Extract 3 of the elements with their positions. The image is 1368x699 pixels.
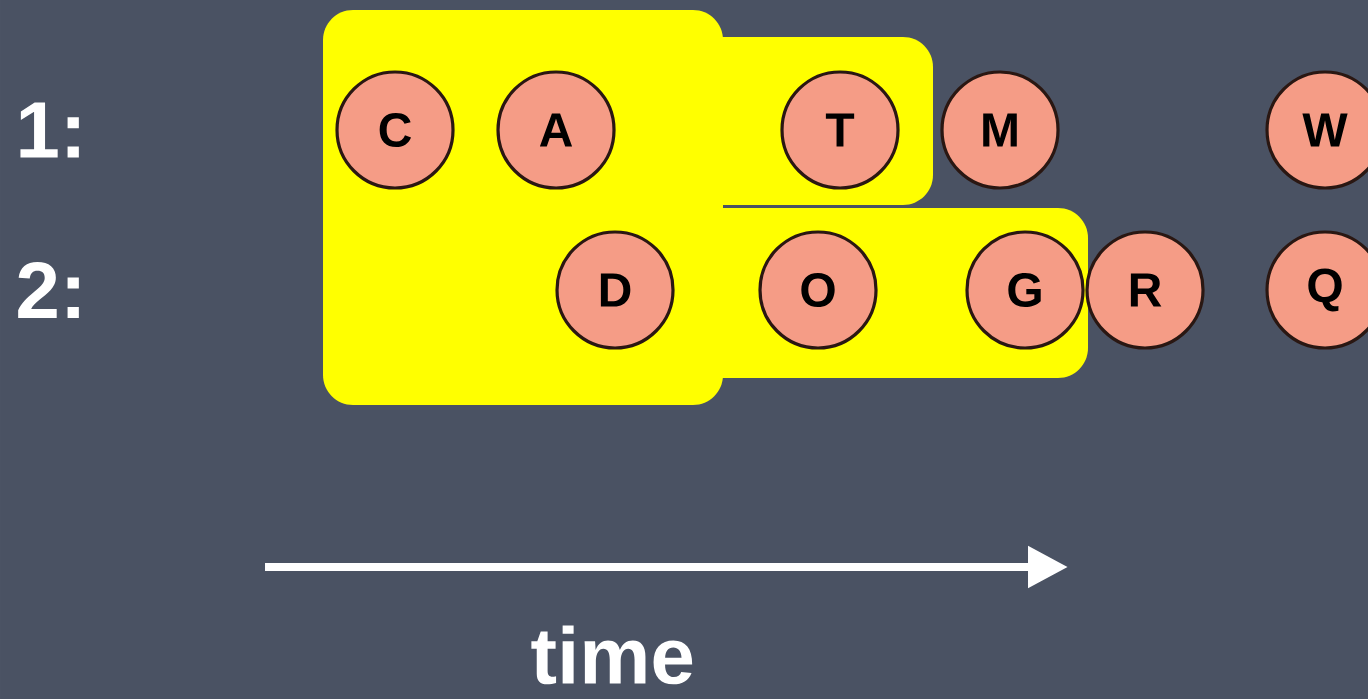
axis-label: time — [531, 625, 693, 685]
row-label: 1: — [20, 102, 79, 158]
row-label: 2: — [18, 262, 79, 318]
